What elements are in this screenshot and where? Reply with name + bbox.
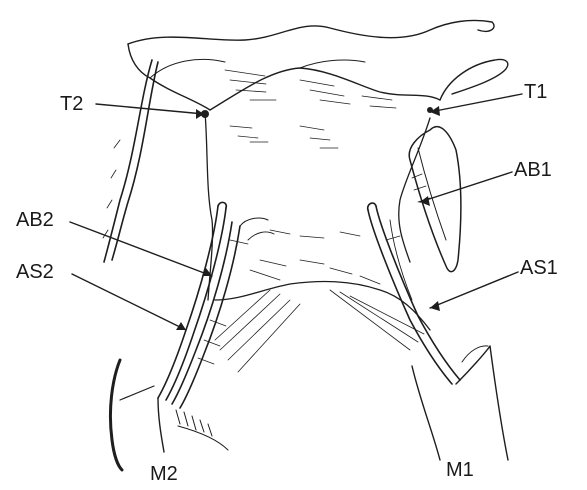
label-as2: AS2 [16, 262, 54, 282]
leader-lines [70, 94, 522, 330]
label-ab2: AB2 [16, 210, 54, 230]
label-t1: T1 [524, 82, 547, 102]
label-m2: M2 [150, 464, 178, 484]
central-body [205, 112, 430, 372]
label-m1: M1 [446, 460, 474, 480]
top-flap [128, 20, 508, 148]
label-t2: T2 [60, 94, 83, 114]
label-ab1: AB1 [514, 160, 552, 180]
t2-point [201, 110, 209, 118]
right-rod-as1 [368, 203, 460, 384]
left-rods-ab2-as2 [158, 202, 274, 408]
label-as1: AS1 [520, 258, 558, 278]
t1-point [427, 107, 433, 113]
left-cord [103, 60, 158, 262]
right-lower-m1 [412, 346, 508, 460]
right-blade-ab1 [409, 127, 461, 272]
